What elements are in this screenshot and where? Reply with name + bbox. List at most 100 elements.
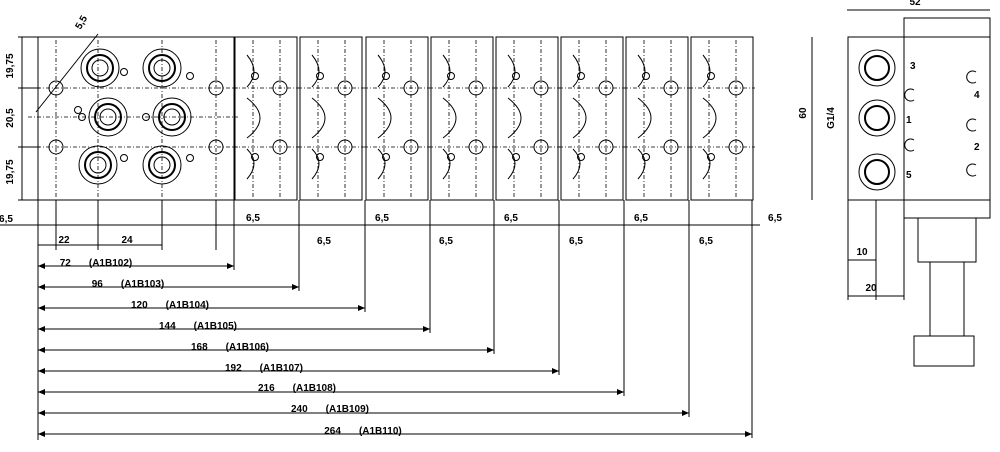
pin-hole <box>142 113 150 121</box>
port-label-4: 4 <box>974 90 980 101</box>
mounting-hole <box>728 80 744 96</box>
port-large-outer <box>142 48 182 88</box>
length-label-4: 144(A1B105) <box>159 321 237 332</box>
dim-offset-1: 6,5 <box>246 213 260 224</box>
mounting-hole <box>468 139 484 155</box>
arrow-head <box>487 347 494 353</box>
pin-hole <box>74 106 82 114</box>
mounting-hole <box>468 80 484 96</box>
actuator-neck <box>917 218 977 263</box>
pin-hole <box>642 72 650 80</box>
pin-hole <box>382 153 390 161</box>
segment-outline <box>430 36 494 201</box>
port-arc <box>311 148 320 180</box>
port-arc <box>246 54 255 88</box>
dim-offset-9: 6,5 <box>768 213 782 224</box>
base-plate-outline <box>37 36 235 201</box>
side-height-60: 60 <box>798 107 809 119</box>
pin-hole <box>707 72 715 80</box>
mounting-hole <box>533 80 549 96</box>
mounting-hole <box>598 139 614 155</box>
arrow-head <box>38 389 45 395</box>
length-label-7: 216(A1B108) <box>258 383 336 394</box>
arrow-head <box>38 410 45 416</box>
mounting-hole <box>337 139 353 155</box>
side-port-inner <box>864 55 890 81</box>
mounting-hole <box>403 80 419 96</box>
length-label-8: 240(A1B109) <box>291 404 369 415</box>
port-arc <box>377 97 392 139</box>
mounting-hole <box>48 139 64 155</box>
actuator-cap <box>913 335 975 367</box>
port-large-outer <box>142 145 182 185</box>
port-arc <box>246 97 261 139</box>
fastener-arc <box>966 163 977 177</box>
arrow-head <box>552 368 559 374</box>
segment-plate-4 <box>429 36 495 201</box>
port-large-mid <box>86 54 114 82</box>
arrow-head <box>423 326 430 332</box>
arrow-head <box>38 284 45 290</box>
mounting-hole <box>208 139 224 155</box>
arrow-head <box>227 263 234 269</box>
port-label-2: 2 <box>974 142 980 153</box>
manifold-front-view <box>28 33 755 201</box>
dim-offset-5: 6,5 <box>504 213 518 224</box>
fastener-arc <box>904 88 915 102</box>
fastener-arc <box>966 118 977 132</box>
port-large-inner <box>163 108 181 126</box>
fastener-arc <box>904 138 915 152</box>
segment-plate-8 <box>689 36 755 201</box>
port-arc <box>702 97 717 139</box>
port-large-inner <box>153 156 171 174</box>
port-large-inner <box>153 59 171 77</box>
segment-plate-6 <box>559 36 625 201</box>
segment-plate-7 <box>624 36 690 201</box>
length-label-3: 120(A1B104) <box>131 300 209 311</box>
valve-side-view <box>811 9 991 367</box>
side-body-right <box>903 17 991 219</box>
port-large-inner <box>89 156 107 174</box>
segment-outline <box>234 36 298 201</box>
pin-hole <box>186 72 194 80</box>
mounting-hole <box>663 139 679 155</box>
pin-hole <box>447 72 455 80</box>
length-label-2: 96(A1B103) <box>92 279 164 290</box>
dim-offset-8: 6,5 <box>699 236 713 247</box>
side-width-52: 52 <box>909 0 921 8</box>
segment-outline <box>625 36 689 201</box>
port-large-mid <box>148 151 176 179</box>
dim-19-75-bottom: 19,75 <box>5 159 16 184</box>
arrow-head <box>617 389 624 395</box>
side-body-left <box>847 36 905 201</box>
side-port-outer <box>858 153 896 191</box>
port-arc <box>311 54 320 88</box>
pin-hole <box>186 154 194 162</box>
port-arc <box>311 97 326 139</box>
port-large-mid <box>84 151 112 179</box>
port-large-outer <box>78 145 118 185</box>
pin-hole <box>512 153 520 161</box>
dim-offset-3: 6,5 <box>375 213 389 224</box>
length-label-5: 168(A1B106) <box>191 342 269 353</box>
side-thread-g14: G1/4 <box>826 107 837 129</box>
arrow-head <box>38 368 45 374</box>
segment-plate-2 <box>298 36 364 201</box>
arrow-head <box>38 347 45 353</box>
segment-outline <box>299 36 363 201</box>
port-label-3: 3 <box>910 61 916 72</box>
mounting-hole <box>403 139 419 155</box>
segment-plate-1 <box>233 36 299 201</box>
arrow-head <box>745 431 752 437</box>
segment-outline <box>560 36 624 201</box>
pin-hole <box>447 153 455 161</box>
mounting-hole <box>208 80 224 96</box>
port-large-outer <box>80 48 120 88</box>
segment-outline <box>495 36 559 201</box>
side-dim-10: 10 <box>856 247 868 258</box>
pin-hole <box>382 72 390 80</box>
length-label-1: 72(A1B102) <box>60 258 132 269</box>
side-port-inner <box>864 105 890 131</box>
actuator-stem <box>929 261 965 337</box>
port-large-mid <box>94 103 122 131</box>
